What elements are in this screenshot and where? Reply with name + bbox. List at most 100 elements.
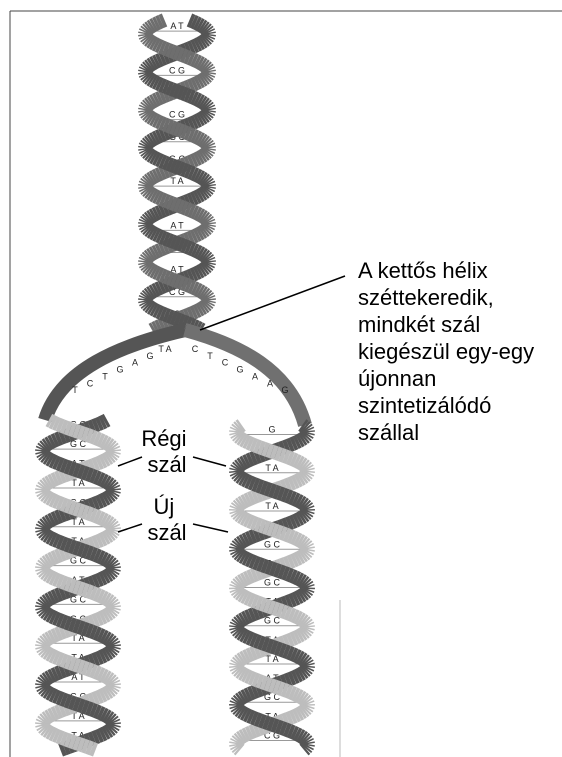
dna-strand-segment (264, 722, 268, 723)
fork-base-label: G (146, 351, 153, 361)
dna-strand-segment (44, 485, 46, 487)
dna-strand-segment (294, 676, 297, 677)
dna-strand-segment (275, 570, 279, 571)
dna-strand-segment (153, 24, 156, 25)
dna-strand-segment (204, 116, 206, 117)
dna-strand-segment (294, 694, 297, 695)
dna-strand-segment (52, 461, 55, 463)
dna-strand-segment (196, 234, 199, 235)
dna-strand-segment (266, 684, 270, 685)
dna-strand-segment (306, 669, 307, 670)
dna-strand-segment (87, 513, 91, 515)
dna-strand-segment (289, 458, 293, 459)
dna-strand-segment (187, 247, 190, 248)
dna-strand-segment (148, 65, 150, 66)
dna-strand-segment (297, 480, 300, 481)
dna-strand-segment (239, 503, 241, 504)
dna-strand-segment (157, 288, 160, 289)
dna-strand-segment (278, 610, 282, 611)
dna-strand-segment (192, 312, 195, 313)
dna-strand-segment (281, 533, 285, 534)
dna-strand-segment (208, 183, 209, 184)
dna-strand-segment (255, 562, 259, 563)
dna-strand-segment (103, 675, 106, 677)
dna-strand-segment (249, 716, 252, 717)
dna-strand-segment (304, 437, 306, 438)
dna-strand-segment (101, 617, 104, 619)
dna-strand-segment (83, 512, 87, 514)
dna-strand-segment (258, 611, 262, 612)
dna-strand-segment (155, 61, 158, 62)
dna-strand-segment (252, 458, 256, 459)
dna-strand-segment (250, 614, 254, 615)
dna-strand-segment (207, 258, 208, 259)
dna-strand-segment (285, 446, 289, 447)
callout-text: A kettős hélix széttekeredik, mindkét sz… (358, 258, 540, 445)
dna-strand-segment (66, 506, 70, 508)
dna-strand-segment (45, 651, 47, 653)
dna-strand-segment (306, 623, 307, 624)
dna-strand-segment (306, 747, 307, 748)
base-pair-label: A T (170, 21, 184, 31)
dna-strand-segment (48, 443, 51, 445)
dna-strand-segment (147, 28, 148, 29)
dna-strand-segment (99, 635, 102, 637)
dna-strand-segment (273, 725, 277, 726)
dna-strand-segment (53, 440, 56, 442)
dna-strand-segment (160, 324, 163, 325)
dna-strand-segment (242, 556, 245, 557)
dna-strand-segment (193, 160, 196, 161)
dna-strand-segment (47, 731, 49, 733)
fork-base-label: G (236, 365, 243, 375)
dna-strand-segment (196, 23, 199, 24)
dna-strand-segment (176, 281, 180, 282)
dna-strand-segment (253, 496, 257, 497)
dna-strand-segment (260, 525, 264, 526)
dna-strand-segment (300, 595, 302, 596)
dna-strand-segment (307, 551, 308, 552)
dna-strand-segment (199, 24, 202, 25)
dna-strand-segment (201, 117, 203, 118)
fork-base-label: G (281, 385, 288, 395)
dna-strand-segment (146, 106, 147, 107)
dna-strand-segment (49, 498, 52, 500)
dna-strand-segment (146, 68, 147, 69)
new-strand-leader-right (193, 524, 228, 532)
dna-strand-segment (49, 615, 52, 617)
dna-strand-segment (158, 174, 161, 175)
fork-base-label: G (116, 365, 123, 375)
dna-strand-segment (103, 558, 106, 560)
dna-strand-segment (262, 682, 266, 683)
dna-strand-segment (55, 579, 58, 581)
dna-strand-segment (190, 134, 193, 135)
dna-strand-segment (307, 512, 308, 513)
dna-strand-segment (92, 671, 96, 673)
dna-strand-segment (164, 48, 167, 49)
dna-strand-segment (50, 597, 53, 599)
dna-strand-segment (237, 552, 238, 553)
dna-strand-segment (47, 497, 49, 499)
dna-strand-segment (287, 496, 291, 497)
dna-strand-segment (103, 480, 106, 482)
dna-strand-segment (301, 438, 303, 439)
dna-strand-segment (99, 557, 102, 559)
dna-strand-segment (190, 96, 193, 97)
dna-strand-segment (207, 37, 208, 38)
dna-strand-segment (198, 309, 201, 310)
dna-strand-segment (204, 217, 206, 218)
dna-strand-segment (75, 665, 79, 667)
dna-strand-segment (145, 260, 146, 261)
fork-strand (185, 330, 305, 425)
dna-strand-segment (256, 524, 260, 525)
dna-strand-segment (250, 483, 254, 484)
dna-strand-segment (106, 443, 109, 445)
dna-strand-segment (196, 310, 199, 311)
dna-strand-segment (147, 191, 149, 192)
dna-strand-segment (113, 683, 114, 685)
dna-strand-segment (206, 38, 207, 39)
dna-strand-segment (257, 602, 261, 603)
dna-strand-segment (244, 695, 247, 696)
dna-strand-segment (161, 275, 164, 276)
dna-strand-segment (287, 691, 291, 692)
dna-strand-segment (66, 467, 70, 469)
